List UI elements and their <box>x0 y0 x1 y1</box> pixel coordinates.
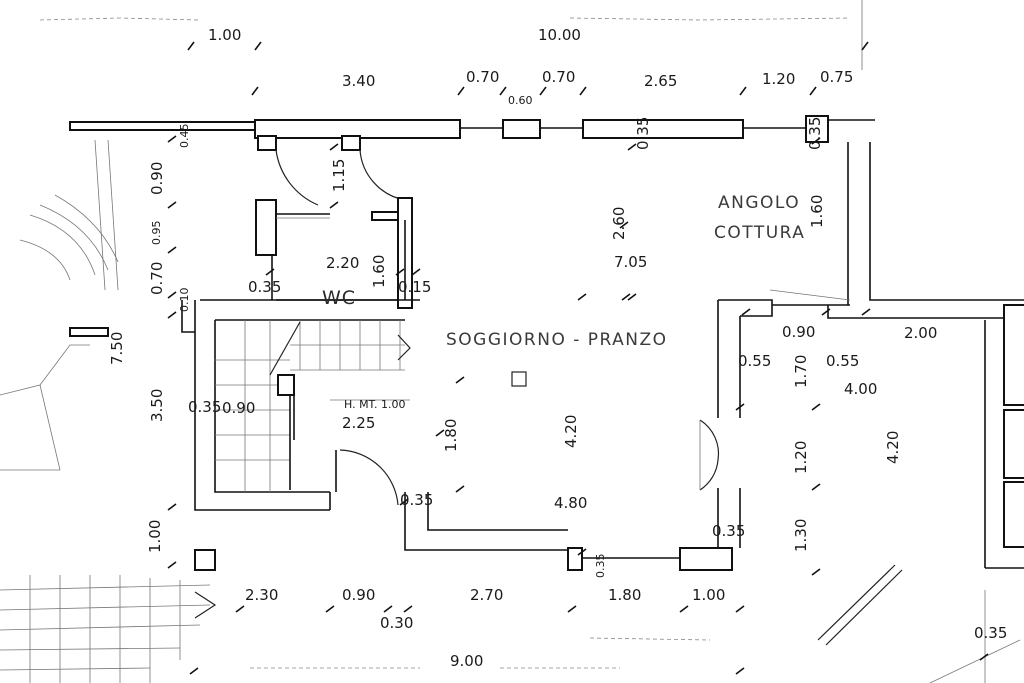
dim-b-9-00: 9.00 <box>450 652 483 670</box>
top-facade <box>69 115 875 206</box>
dim-top-10-00: 10.00 <box>538 26 581 44</box>
dim-r-1-70: 1.70 <box>792 355 810 388</box>
stair-block <box>69 299 420 571</box>
dim-r-4-20: 4.20 <box>884 431 902 464</box>
dim-b-1-00: 1.00 <box>692 586 725 604</box>
dim-r-4-00: 4.00 <box>844 380 877 398</box>
room-labels: WC SOGGIORNO - PRANZO ANGOLO COTTURA H. … <box>322 193 805 411</box>
dim-r-0-55b: 0.55 <box>826 352 859 370</box>
dim-b-2-30: 2.30 <box>245 586 278 604</box>
dim-v-0-35a: 0.35 <box>634 117 652 150</box>
dim-top-0-70b: 0.70 <box>542 68 575 86</box>
dim-left-7-50: 7.50 <box>108 332 126 365</box>
wc-room <box>255 197 413 309</box>
dim-wc-0-35: 0.35 <box>248 278 281 296</box>
dim-v-0-45: 0.45 <box>178 124 191 149</box>
dim-room-7-05: 7.05 <box>614 253 647 271</box>
dim-v-0-35b: 0.35 <box>806 117 824 150</box>
dim-top-2-65: 2.65 <box>644 72 677 90</box>
dim-stair-2-25: 2.25 <box>342 414 375 432</box>
dim-wc-2-20: 2.20 <box>326 254 359 272</box>
stair-note: H. MT. 1.00 <box>344 398 405 411</box>
dimension-labels: 1.00 10.00 3.40 0.70 0.70 0.60 2.65 1.20… <box>108 26 1007 670</box>
dim-left-0-10: 0.10 <box>178 288 191 313</box>
dim-v-1-80: 1.80 <box>442 419 460 452</box>
dim-stair-0-90: 0.90 <box>222 399 255 417</box>
dim-left-0-70: 0.70 <box>148 262 166 295</box>
dim-b-1-80: 1.80 <box>608 586 641 604</box>
cottura-label: COTTURA <box>714 223 805 243</box>
dim-right-0-35: 0.35 <box>974 624 1007 642</box>
dim-v-1-15: 1.15 <box>330 159 348 192</box>
wc-label: WC <box>322 287 356 309</box>
dim-door-0-35b: 0.35 <box>712 522 745 540</box>
angolo-label: ANGOLO <box>718 193 800 213</box>
dim-r-0-55a: 0.55 <box>738 352 771 370</box>
soggiorno-label: SOGGIORNO - PRANZO <box>446 330 668 350</box>
dim-r-0-90: 0.90 <box>782 323 815 341</box>
living-room <box>335 142 1024 571</box>
dim-top-1-20: 1.20 <box>762 70 795 88</box>
dim-stair-0-35: 0.35 <box>188 398 221 416</box>
dim-top-1-00: 1.00 <box>208 26 241 44</box>
dim-r-1-20: 1.20 <box>792 441 810 474</box>
dim-wc-0-15: 0.15 <box>398 278 431 296</box>
dim-room-4-80: 4.80 <box>554 494 587 512</box>
dim-v-4-20: 4.20 <box>562 415 580 448</box>
right-room <box>984 304 1024 683</box>
dim-left-0-90: 0.90 <box>148 162 166 195</box>
dim-top-0-70a: 0.70 <box>466 68 499 86</box>
outside-steps <box>0 575 217 683</box>
dim-left-0-95: 0.95 <box>150 221 163 246</box>
dim-bottom-0-35: 0.35 <box>594 554 607 579</box>
dim-v-2-60: 2.60 <box>610 207 628 240</box>
dim-r-1-30: 1.30 <box>792 519 810 552</box>
dim-b-0-90: 0.90 <box>342 586 375 604</box>
dim-left-3-50: 3.50 <box>148 389 166 422</box>
dim-top-3-40: 3.40 <box>342 72 375 90</box>
dim-top-0-75: 0.75 <box>820 68 853 86</box>
dim-wc-1-60: 1.60 <box>370 255 388 288</box>
dim-top-0-60: 0.60 <box>508 94 533 107</box>
dim-r-2-00: 2.00 <box>904 324 937 342</box>
dim-b-0-30: 0.30 <box>380 614 413 632</box>
dimension-ticks <box>167 41 989 675</box>
dim-door-0-35a: 0.35 <box>400 491 433 509</box>
dim-left-1-00: 1.00 <box>146 520 164 553</box>
dim-b-2-70: 2.70 <box>470 586 503 604</box>
dim-v-1-60-right: 1.60 <box>808 195 826 228</box>
